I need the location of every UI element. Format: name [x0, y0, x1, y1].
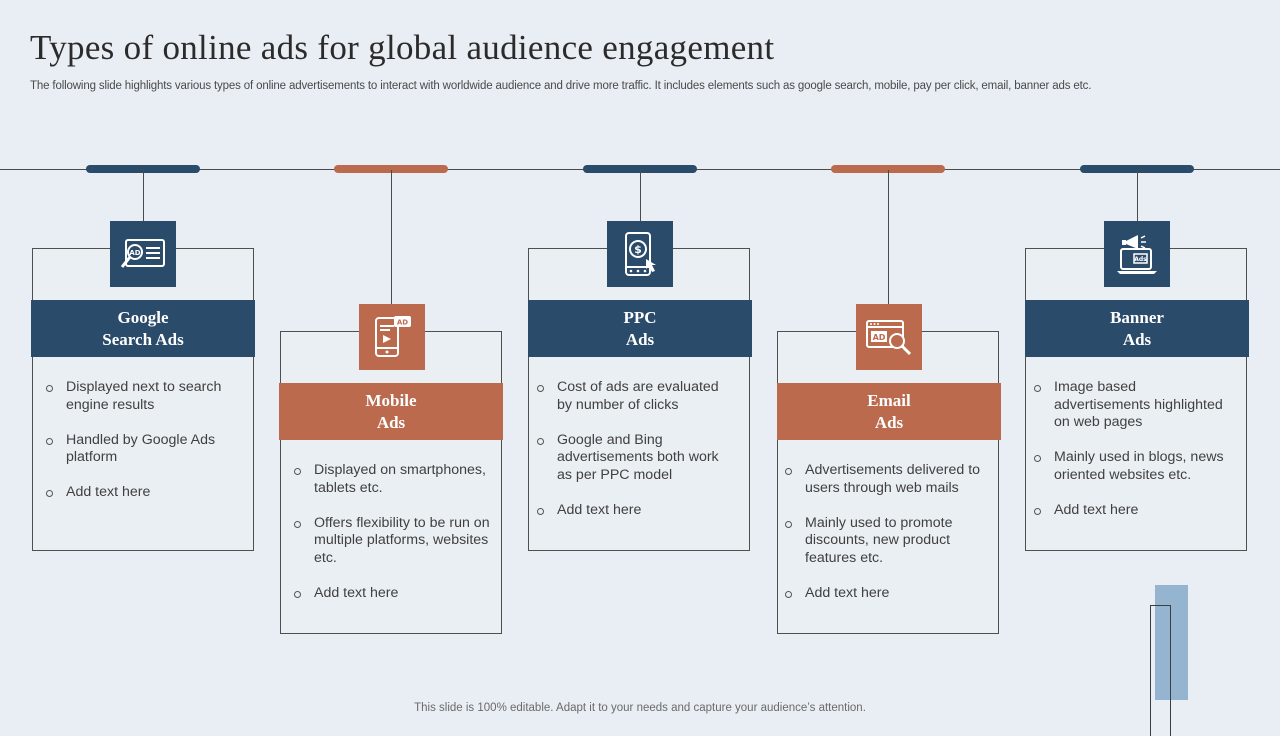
- svg-text:$: $: [634, 243, 642, 256]
- connector-line: [391, 170, 392, 304]
- svg-text:AD: AD: [129, 249, 140, 257]
- card-header: Google Search Ads: [31, 300, 255, 357]
- list-item: Cost of ads are evaluated by number of c…: [536, 379, 736, 414]
- list-item: Google and Bing advertisements both work…: [536, 432, 736, 485]
- timeline-tab: [86, 165, 200, 173]
- decorative-outline: [1150, 605, 1171, 736]
- timeline-tab: [1080, 165, 1194, 173]
- card-header: PPC Ads: [528, 300, 752, 357]
- pay-per-click-icon: $: [607, 221, 673, 287]
- card-header: Banner Ads: [1025, 300, 1249, 357]
- card-header: Mobile Ads: [279, 383, 503, 440]
- card-bullets: Advertisements delivered to users throug…: [784, 462, 984, 620]
- connector-line: [1137, 170, 1138, 221]
- banner-ad-icon: Ads: [1104, 221, 1170, 287]
- email-ad-icon: AD: [856, 304, 922, 370]
- list-item: Add text here: [45, 484, 245, 502]
- ad-search-icon: AD: [110, 221, 176, 287]
- list-item: Handled by Google Ads platform: [45, 432, 245, 467]
- timeline-tab: [583, 165, 697, 173]
- slide-subtitle: The following slide highlights various t…: [30, 80, 1092, 92]
- timeline-tab: [334, 165, 448, 173]
- svg-text:AD: AD: [397, 319, 408, 327]
- timeline-tab: [831, 165, 945, 173]
- list-item: Displayed on smartphones, tablets etc.: [293, 462, 493, 497]
- svg-text:AD: AD: [873, 333, 886, 342]
- connector-line: [888, 170, 889, 304]
- slide-footer: This slide is 100% editable. Adapt it to…: [414, 702, 866, 714]
- list-item: Mainly used to promote discounts, new pr…: [784, 515, 984, 568]
- ad-type-card-banner: [1025, 248, 1247, 551]
- ad-type-card-mobile: [280, 331, 502, 634]
- svg-text:Ads: Ads: [1134, 256, 1147, 263]
- list-item: Add text here: [784, 585, 984, 603]
- list-item: Image based advertisements highlighted o…: [1033, 379, 1233, 432]
- list-item: Mainly used in blogs, news oriented webs…: [1033, 449, 1233, 484]
- card-bullets: Displayed on smartphones, tablets etc. O…: [293, 462, 493, 620]
- list-item: Displayed next to search engine results: [45, 379, 245, 414]
- ad-type-card-email: [777, 331, 999, 634]
- card-bullets: Image based advertisements highlighted o…: [1033, 379, 1233, 537]
- ad-type-card-ppc: [528, 248, 750, 551]
- connector-line: [640, 170, 641, 221]
- list-item: Add text here: [536, 502, 736, 520]
- list-item: Add text here: [1033, 502, 1233, 520]
- list-item: Add text here: [293, 585, 493, 603]
- list-item: Offers flexibility to be run on multiple…: [293, 515, 493, 568]
- card-bullets: Cost of ads are evaluated by number of c…: [536, 379, 736, 537]
- list-item: Advertisements delivered to users throug…: [784, 462, 984, 497]
- decorative-bar: [1155, 585, 1188, 700]
- slide-title: Types of online ads for global audience …: [30, 28, 775, 67]
- card-bullets: Displayed next to search engine results …: [45, 379, 245, 519]
- connector-line: [143, 170, 144, 221]
- mobile-ad-icon: AD: [359, 304, 425, 370]
- card-header: Email Ads: [777, 383, 1001, 440]
